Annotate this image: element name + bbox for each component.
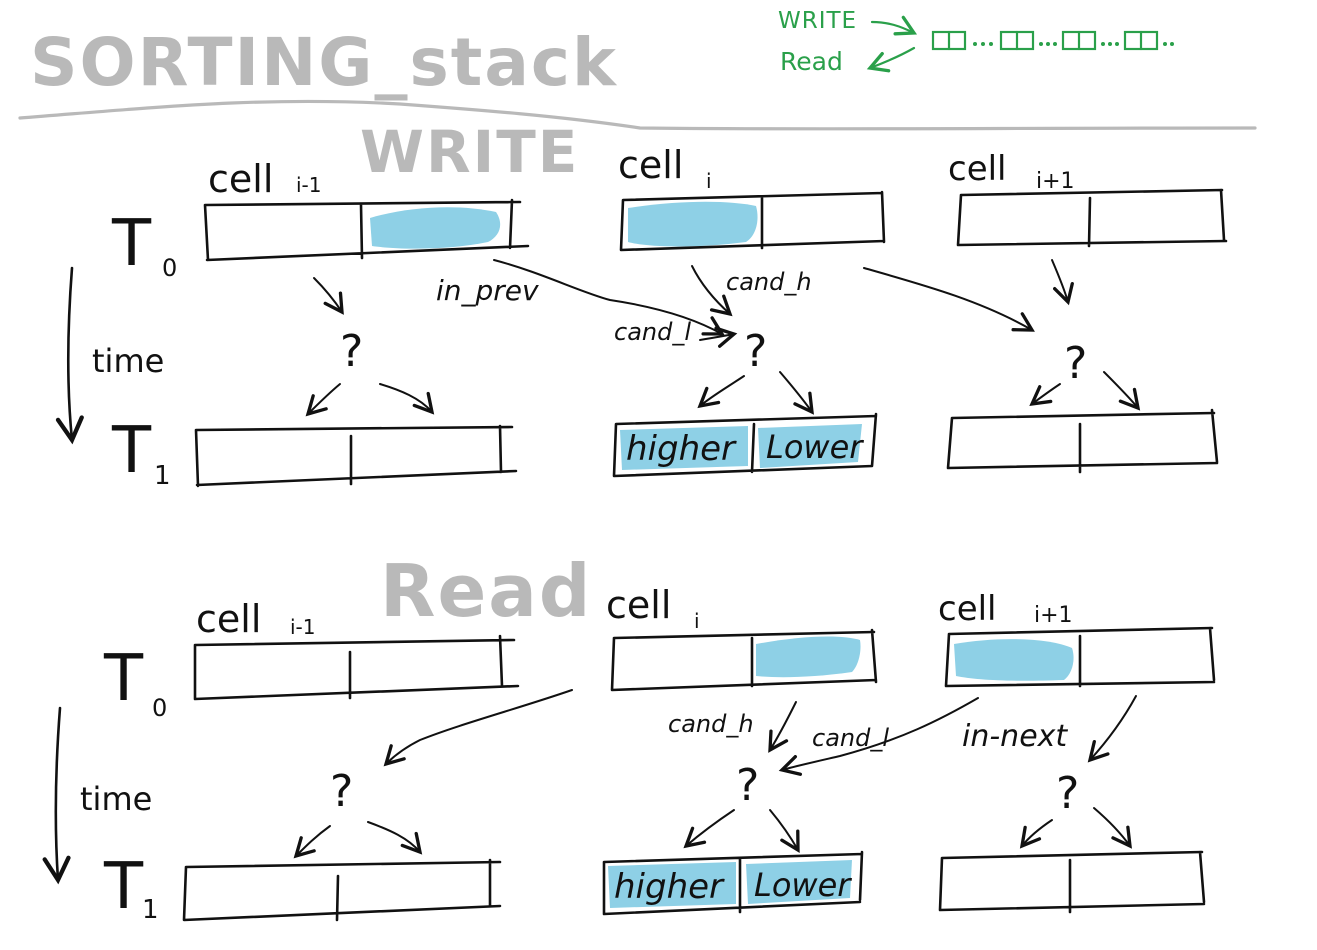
write-result-higher: higher — [626, 429, 737, 469]
read-t1-cell-next — [938, 850, 1206, 914]
write-t0-label: T — [111, 207, 152, 281]
write-time-arrow — [55, 266, 84, 445]
legend-chain-dots — [973, 42, 1174, 46]
read-cell-next-sub: i+1 — [1034, 603, 1073, 628]
read-arrow-cand-l — [778, 697, 979, 776]
read-section: Read T 0 T 1 time cell i-1 cell i cell i… — [42, 549, 1216, 925]
read-arrow-in-next — [1087, 695, 1137, 763]
read-split-prev-right — [367, 821, 423, 855]
write-question-next: ? — [1064, 338, 1087, 389]
write-t1-cell-next — [946, 408, 1219, 474]
write-t0-sub: 0 — [162, 254, 177, 282]
read-time-label: time — [80, 780, 152, 818]
write-section: WRITE T 0 T 1 time cell i-1 cell i cell … — [55, 118, 1228, 491]
read-result-lower: Lower — [754, 866, 852, 904]
read-cell-prev-sub: i-1 — [290, 615, 316, 639]
title-underline — [18, 99, 1257, 131]
read-cell-next-label: cell — [938, 589, 997, 629]
write-arrow-in-prev — [493, 259, 725, 336]
write-cell-prev-sub: i-1 — [296, 173, 322, 197]
read-t0-cell-cur — [610, 628, 878, 692]
read-split-prev-left — [293, 825, 331, 859]
write-split-prev-left — [305, 383, 341, 417]
write-cell-next-label: cell — [948, 149, 1007, 189]
read-t0-cell-prev — [193, 634, 520, 701]
write-split-cur-left — [697, 375, 745, 409]
read-t1-cell-prev — [182, 858, 502, 922]
write-arrow-cand-l — [699, 326, 738, 348]
read-question-next: ? — [1056, 768, 1079, 819]
write-cell-prev-label: cell — [208, 157, 273, 201]
read-split-next-left — [1019, 819, 1053, 849]
write-split-next-left — [1029, 383, 1061, 407]
write-cell-cur-sub: i — [706, 169, 712, 193]
read-cell-cur-label: cell — [606, 583, 671, 627]
read-cell-cur-sub: i — [694, 609, 700, 633]
read-t1-label: T — [103, 850, 144, 924]
write-arrow-next-incoming — [863, 267, 1035, 332]
read-arrow-prev-incoming — [383, 689, 573, 767]
read-t1-cell-cur — [602, 850, 864, 916]
write-cell-cur-label: cell — [618, 143, 683, 187]
read-result-higher: higher — [614, 867, 725, 907]
write-cand-l-label: cand_l — [614, 318, 691, 346]
legend-write-label: WRITE — [778, 8, 857, 34]
write-t0-cell-prev — [203, 198, 530, 262]
legend-chain — [931, 30, 1159, 51]
read-cell-prev-label: cell — [196, 597, 261, 641]
legend: WRITE Read — [778, 8, 1174, 76]
page-title: SORTING_stack — [30, 24, 618, 101]
write-in-prev-label: in_prev — [436, 274, 539, 307]
write-split-prev-right — [379, 383, 435, 415]
write-t1-sub: 1 — [154, 461, 171, 491]
read-split-next-right — [1093, 807, 1132, 849]
write-t1-label: T — [111, 414, 152, 488]
write-cell-next-sub: i+1 — [1036, 169, 1075, 194]
read-in-next-label: in-next — [962, 719, 1068, 754]
write-result-lower: Lower — [766, 428, 864, 466]
read-cand-h-label: cand_h — [668, 710, 754, 738]
legend-read-arrow — [866, 46, 916, 73]
write-t1-cell-prev — [194, 424, 518, 488]
read-question-cur: ? — [736, 760, 759, 811]
read-arrow-cand-h — [768, 701, 797, 753]
read-cand-l-label: cand_l — [812, 724, 889, 752]
read-t0-cell-next — [944, 626, 1216, 688]
write-split-cur-right — [779, 371, 814, 415]
write-time-label: time — [92, 342, 164, 380]
read-split-cur-right — [769, 809, 800, 853]
read-heading: Read — [380, 549, 592, 633]
write-question-prev: ? — [340, 326, 363, 377]
read-time-arrow — [42, 706, 71, 885]
legend-write-arrow — [870, 15, 918, 36]
write-heading: WRITE — [360, 118, 579, 186]
write-question-cur: ? — [744, 326, 767, 377]
read-t0-label: T — [103, 642, 144, 716]
read-t1-sub: 1 — [142, 895, 159, 925]
write-t0-cell-next — [956, 188, 1228, 248]
legend-read-label: Read — [780, 47, 843, 76]
write-arrow-prev-down — [313, 277, 344, 315]
write-split-next-right — [1103, 371, 1141, 411]
read-split-cur-left — [683, 809, 735, 849]
read-question-prev: ? — [330, 766, 353, 817]
write-cand-h-label: cand_h — [726, 268, 812, 296]
write-arrow-cand-h — [691, 265, 733, 317]
write-arrow-next-down — [1051, 259, 1074, 306]
read-t0-sub: 0 — [152, 694, 167, 722]
write-t0-cell-cur — [619, 190, 886, 252]
write-t1-cell-cur — [612, 412, 878, 478]
